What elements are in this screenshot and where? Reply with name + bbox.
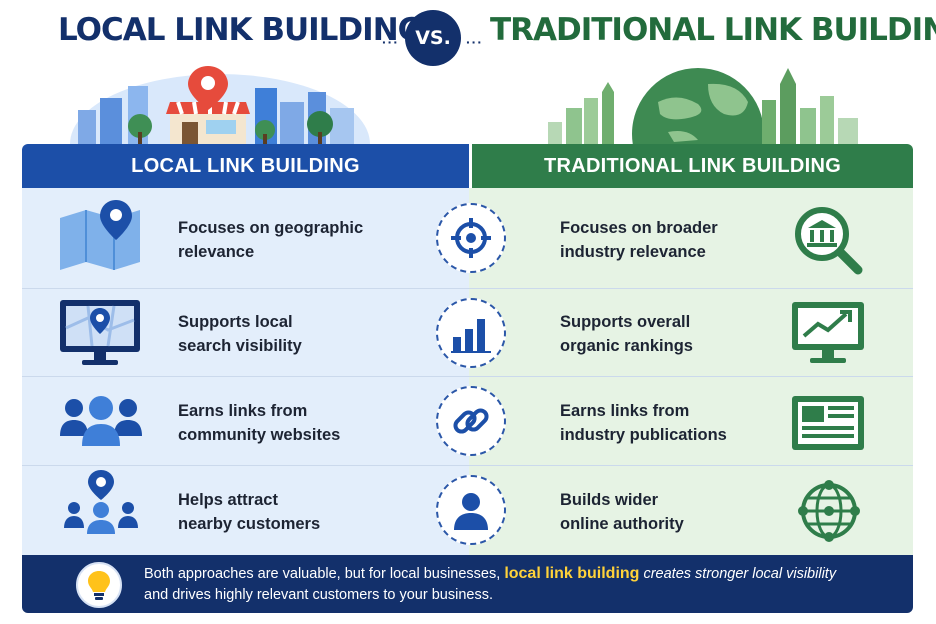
traditional-point-3: Earns links from industry publications: [560, 399, 727, 447]
map-pin-icon: [60, 200, 140, 270]
traditional-point-2: Supports overall organic rankings: [560, 310, 693, 358]
local-point-3-line2: community websites: [178, 426, 341, 444]
magnify-institution-icon: [795, 207, 863, 275]
traditional-column-header: TRADITIONAL LINK BUILDING: [472, 144, 913, 188]
local-point-4-line2: nearby customers: [178, 515, 321, 533]
local-point-1-line1: Focuses on geographic: [178, 219, 364, 237]
person-icon: [454, 493, 488, 530]
newspaper-icon: [792, 396, 864, 450]
traditional-point-4-line1: Builds wider: [560, 491, 659, 509]
footer-text-post: creates stronger local visibility: [639, 566, 837, 582]
title-local: LOCAL LINK BUILDING: [58, 12, 423, 48]
local-point-2: Supports local search visibility: [178, 310, 302, 358]
title-traditional: TRADITIONAL LINK BUILDING: [490, 12, 936, 48]
local-point-1: Focuses on geographic relevance: [178, 216, 363, 264]
chain-link-icon-badge: [436, 386, 506, 456]
traditional-point-3-line1: Earns links from: [560, 402, 690, 420]
local-point-2-line1: Supports local: [178, 313, 293, 331]
bar-chart-icon: [451, 319, 491, 353]
local-point-2-line2: search visibility: [178, 337, 302, 355]
traditional-point-1-line2: industry relevance: [560, 243, 706, 261]
monitor-trend-icon: [792, 302, 864, 363]
lightbulb-icon-badge: [76, 562, 122, 608]
row-divider: [22, 465, 913, 466]
lightbulb-icon: [88, 571, 110, 600]
local-city-illustration: [70, 66, 370, 144]
local-customers-icon: [64, 470, 138, 534]
target-icon-badge: [436, 203, 506, 273]
row-divider: [22, 288, 913, 289]
local-point-3-line1: Earns links from: [178, 402, 308, 420]
person-icon-badge: [436, 475, 506, 545]
local-point-4-line1: Helps attract: [178, 491, 278, 509]
page-title: LOCAL LINK BUILDING ··· VS. ··· TRADITIO…: [0, 10, 936, 66]
global-network-icon: [798, 480, 860, 542]
chain-link-icon: [453, 408, 489, 434]
footer-text-line1: Both approaches are valuable, but for lo…: [144, 565, 836, 583]
traditional-point-3-line2: industry publications: [560, 426, 727, 444]
local-point-1-line2: relevance: [178, 243, 255, 261]
traditional-point-1-line1: Focuses on broader: [560, 219, 718, 237]
community-icon: [60, 396, 142, 446]
target-icon: [451, 218, 491, 258]
traditional-point-4: Builds wider online authority: [560, 488, 684, 536]
traditional-point-1: Focuses on broader industry relevance: [560, 216, 718, 264]
footer-text-line2: and drives highly relevant customers to …: [144, 587, 493, 603]
footer-highlight: local link building: [504, 565, 640, 582]
summary-footer: [22, 555, 913, 613]
vs-badge: VS.: [405, 10, 461, 66]
local-point-3: Earns links from community websites: [178, 399, 340, 447]
local-column-header: LOCAL LINK BUILDING: [22, 144, 469, 188]
global-city-illustration: [548, 68, 858, 144]
row-divider: [22, 376, 913, 377]
bar-chart-icon-badge: [436, 298, 506, 368]
monitor-map-icon: [60, 300, 140, 365]
traditional-point-4-line2: online authority: [560, 515, 684, 533]
footer-text-pre: Both approaches are valuable, but for lo…: [144, 566, 505, 582]
local-point-4: Helps attract nearby customers: [178, 488, 320, 536]
title-dots-left: ···: [382, 34, 399, 50]
title-dots-right: ···: [466, 34, 483, 50]
traditional-point-2-line1: Supports overall: [560, 313, 691, 331]
traditional-point-2-line2: organic rankings: [560, 337, 693, 355]
